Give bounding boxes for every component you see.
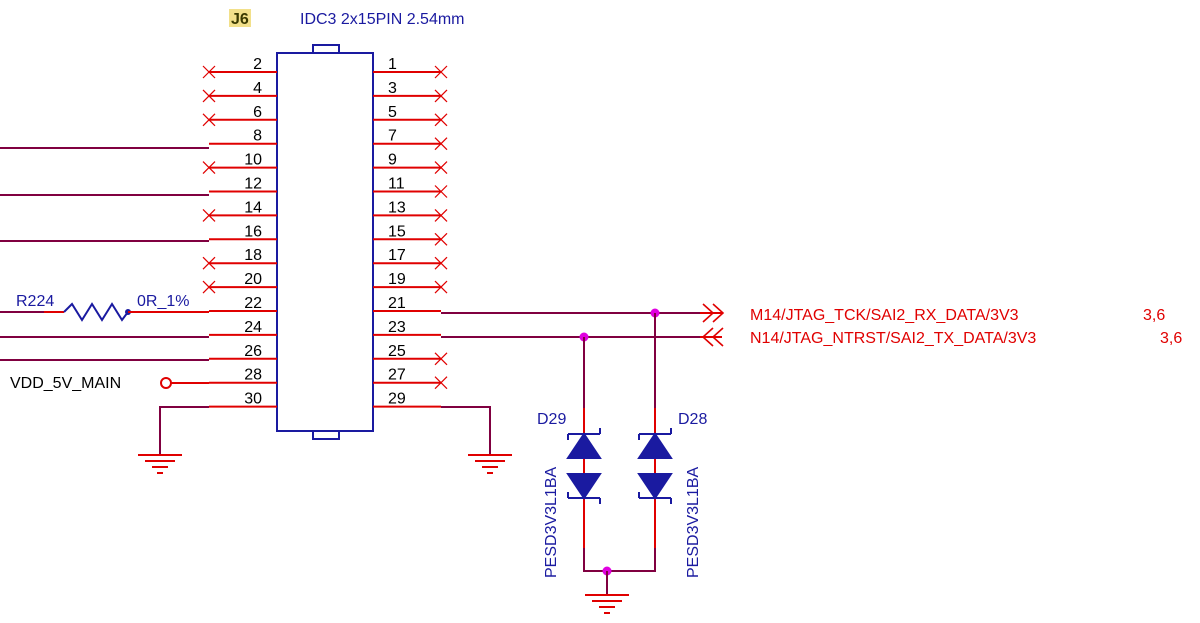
no-connect-pin-27 [434, 376, 448, 390]
pin-number-8: 8 [253, 128, 262, 145]
connector-description: IDC3 2x15PIN 2.54mm [300, 11, 465, 28]
diode-d28-part: PESD3V3L1BA [685, 466, 702, 578]
pin-number-23: 23 [388, 319, 406, 336]
pin-number-22: 22 [244, 295, 262, 312]
diode-d28-designator: D28 [678, 411, 707, 428]
no-connect-pin-1 [434, 65, 448, 79]
no-connect-pin-5 [434, 113, 448, 127]
no-connect-pin-14 [202, 208, 216, 222]
diode-d29-part: PESD3V3L1BA [543, 466, 560, 578]
pin-number-19: 19 [388, 271, 406, 288]
connector-designator: J6 [231, 11, 249, 28]
designator-highlight [229, 9, 251, 27]
pin-number-27: 27 [388, 367, 406, 384]
diode-d28-symbol [637, 428, 673, 504]
pin-number-1: 1 [388, 56, 397, 73]
resistor-value: 0R_1% [137, 293, 189, 310]
pin-number-9: 9 [388, 152, 397, 169]
pin-number-18: 18 [244, 247, 262, 264]
pin-number-12: 12 [244, 176, 262, 193]
net-label-ntrst: N14/JTAG_NTRST/SAI2_TX_DATA/3V3 [750, 330, 1036, 347]
ground-symbol-left [138, 454, 182, 474]
no-connect-pin-15 [434, 232, 448, 246]
pin-number-7: 7 [388, 128, 397, 145]
connector-key-bottom [312, 430, 340, 440]
net-label-tck: M14/JTAG_TCK/SAI2_RX_DATA/3V3 [750, 307, 1019, 324]
no-connect-pin-3 [434, 89, 448, 103]
no-connect-pin-20 [202, 280, 216, 294]
net-port-tck [700, 303, 725, 323]
pin-number-20: 20 [244, 271, 262, 288]
pin-number-10: 10 [244, 152, 262, 169]
pin-number-16: 16 [244, 223, 262, 240]
no-connect-pin-7 [434, 137, 448, 151]
no-connect-pin-2 [202, 65, 216, 79]
pin-number-29: 29 [388, 391, 406, 408]
no-connect-pin-11 [434, 185, 448, 198]
pin-number-5: 5 [388, 104, 397, 121]
power-port-label: VDD_5V_MAIN [10, 375, 121, 392]
wire-pin-30-gnd [159, 406, 209, 455]
pin-number-30: 30 [244, 391, 262, 408]
resistor-designator: R224 [16, 293, 54, 310]
pin-number-15: 15 [388, 223, 406, 240]
wire-d28-bottom [607, 548, 656, 572]
pin-number-6: 6 [253, 104, 262, 121]
resistor-r224: R224 0R_1% [16, 293, 209, 322]
no-connect-pin-4 [202, 89, 216, 103]
pin-number-28: 28 [244, 367, 262, 384]
pin-number-2: 2 [253, 56, 262, 73]
wire-d29-bottom [583, 548, 607, 572]
diode-d29-designator: D29 [537, 411, 566, 428]
pin-number-13: 13 [388, 199, 406, 216]
pin-number-17: 17 [388, 247, 406, 264]
no-connect-pin-6 [202, 113, 216, 127]
connector-body [276, 52, 374, 432]
wire-pin-29-gnd [441, 406, 491, 455]
connector-key-top [312, 44, 340, 54]
pin-number-3: 3 [388, 80, 397, 97]
ground-symbol-right [468, 454, 512, 474]
pin-number-14: 14 [244, 199, 262, 216]
ground-symbol-bottom [585, 594, 629, 614]
no-connect-pin-17 [434, 256, 448, 270]
pin-number-25: 25 [388, 343, 406, 360]
net-ref-tck: 3,6 [1143, 307, 1165, 324]
no-connect-pin-18 [202, 256, 216, 270]
no-connect-pin-25 [434, 352, 448, 366]
no-connect-pin-13 [434, 208, 448, 222]
pin-number-26: 26 [244, 343, 262, 360]
power-port-vdd: VDD_5V_MAIN [10, 375, 209, 392]
pin-number-21: 21 [388, 295, 406, 312]
no-connect-pin-9 [434, 161, 448, 175]
no-connect-pin-19 [434, 280, 448, 294]
net-ref-ntrst: 3,6 [1160, 330, 1182, 347]
pin-number-4: 4 [253, 80, 262, 97]
diode-d29-symbol [566, 428, 602, 504]
net-port-ntrst [700, 327, 724, 347]
pin-number-11: 11 [388, 176, 405, 193]
pin-number-24: 24 [244, 319, 262, 336]
no-connect-pin-10 [202, 161, 216, 175]
